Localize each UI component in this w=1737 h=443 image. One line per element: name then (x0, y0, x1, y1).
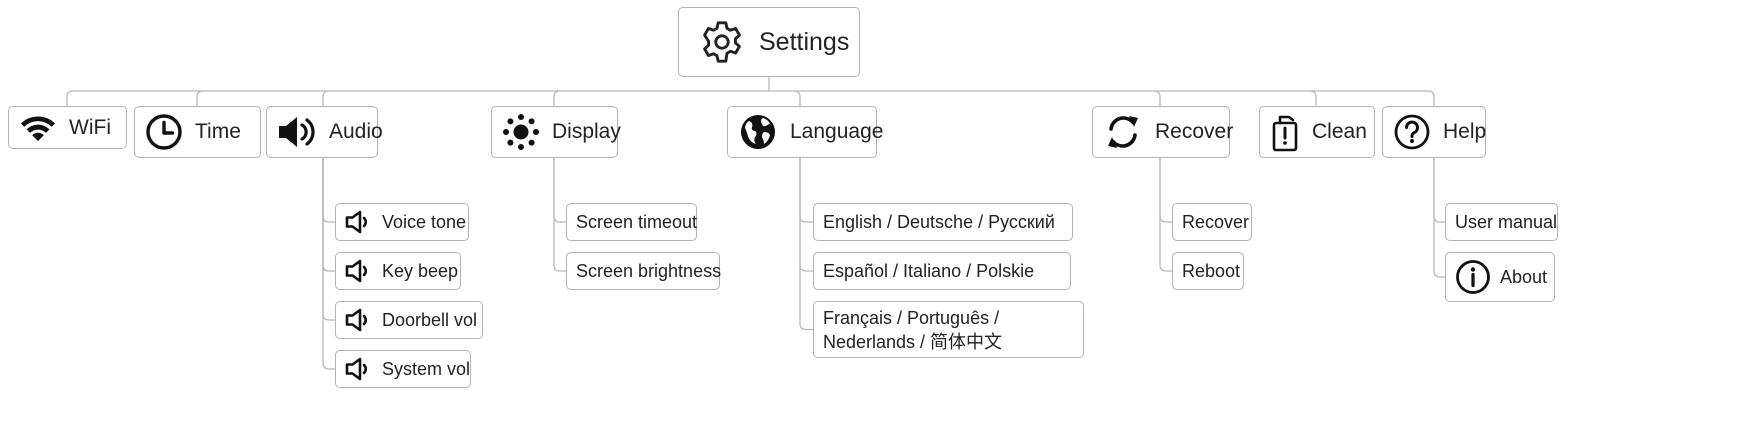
audio-child-1-label: Voice tone (382, 211, 467, 232)
connector (553, 90, 561, 106)
connector (1153, 90, 1161, 106)
settings-node-label: Settings (759, 27, 850, 56)
category-recover-label: Recover (1155, 120, 1234, 143)
speaker-outline-icon (345, 259, 373, 283)
connector (793, 90, 801, 106)
connector (196, 90, 204, 106)
category-help-label: Help (1443, 120, 1487, 143)
connector (1159, 158, 1172, 272)
audio-child-2[interactable]: Key beep (335, 252, 461, 290)
connector (553, 158, 566, 223)
audio-child-4-label: System vol (382, 358, 471, 379)
category-audio[interactable]: Audio (266, 106, 383, 158)
recover-child-1-label: Recover (1182, 211, 1250, 232)
connector (1159, 158, 1172, 223)
connector (799, 158, 813, 331)
category-language-label: Language (790, 120, 884, 143)
display-child-1[interactable]: Screen timeout (566, 203, 697, 241)
connector (1433, 158, 1445, 223)
recover-child-2-label: Reboot (1182, 260, 1241, 281)
speaker-icon (277, 115, 317, 149)
speaker-outline-icon (345, 357, 373, 381)
gear-icon (699, 19, 745, 65)
help-child-1[interactable]: User manual (1445, 203, 1558, 241)
globe-icon (738, 112, 778, 152)
display-child-1-label: Screen timeout (576, 211, 698, 232)
connector (322, 158, 335, 272)
settings-node[interactable]: Settings (678, 7, 860, 77)
category-display[interactable]: Display (491, 106, 621, 158)
speaker-outline-icon (345, 210, 373, 234)
connector (799, 158, 813, 223)
connector (322, 158, 335, 223)
brightness-icon (502, 113, 540, 151)
display-child-2[interactable]: Screen brightness (566, 252, 722, 290)
audio-child-4[interactable]: System vol (335, 350, 471, 388)
audio-child-2-label: Key beep (382, 260, 459, 281)
language-child-3[interactable]: Français / Português / Nederlands / 简体中文 (813, 301, 1084, 358)
category-language[interactable]: Language (727, 106, 883, 158)
help-child-1-label: User manual (1455, 211, 1558, 232)
category-clean[interactable]: Clean (1259, 106, 1375, 158)
category-help[interactable]: Help (1382, 106, 1486, 158)
category-wifi-label: WiFi (69, 115, 111, 139)
connector (1433, 158, 1445, 278)
language-child-1[interactable]: English / Deutsche / Русский (813, 203, 1073, 241)
language-child-2[interactable]: Español / Italiano / Polskie (813, 252, 1071, 290)
info-icon (1455, 259, 1491, 295)
display-child-2-label: Screen brightness (576, 260, 722, 281)
connector (553, 158, 566, 272)
connector (322, 158, 335, 370)
audio-child-3-label: Doorbell vol (382, 309, 478, 330)
help-child-2[interactable]: About (1445, 252, 1555, 302)
language-child-3-label: Français / Português / Nederlands / 简体中文 (823, 307, 1003, 352)
connector (1427, 90, 1435, 106)
recover-child-2[interactable]: Reboot (1172, 252, 1244, 290)
speaker-outline-icon (345, 308, 373, 332)
help-child-2-label: About (1500, 266, 1548, 287)
recover-child-1[interactable]: Recover (1172, 203, 1252, 241)
connector (322, 90, 330, 106)
category-wifi[interactable]: WiFi (8, 106, 127, 149)
refresh-icon (1103, 112, 1143, 152)
language-child-1-label: English / Deutsche / Русский (823, 211, 1055, 232)
clock-icon (145, 113, 183, 151)
connector (322, 158, 335, 321)
wifi-icon (19, 113, 57, 143)
connector (1309, 90, 1317, 106)
question-icon (1393, 113, 1431, 151)
clean-device-icon (1270, 112, 1300, 152)
category-clean-label: Clean (1312, 120, 1367, 143)
category-time-label: Time (195, 120, 241, 143)
category-audio-label: Audio (329, 120, 383, 143)
category-time[interactable]: Time (134, 106, 261, 158)
audio-child-3[interactable]: Doorbell vol (335, 301, 483, 339)
connector (66, 90, 74, 106)
language-child-2-label: Español / Italiano / Polskie (823, 260, 1035, 281)
category-recover[interactable]: Recover (1092, 106, 1234, 158)
connector (799, 158, 813, 272)
category-display-label: Display (552, 120, 621, 143)
audio-child-1[interactable]: Voice tone (335, 203, 469, 241)
